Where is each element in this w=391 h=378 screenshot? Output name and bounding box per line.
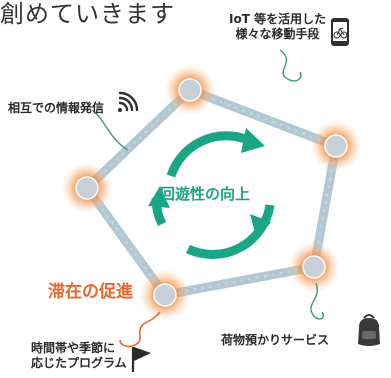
circulation-title: 回遊性の向上 [160, 185, 251, 203]
arrow-heads [148, 128, 271, 240]
flag-icon [131, 347, 151, 372]
node-left [61, 162, 113, 214]
node-bottom-right [288, 241, 340, 293]
connector-lines [91, 49, 324, 320]
phone-bike-icon [331, 18, 349, 46]
node-top [164, 64, 216, 116]
iot-label-line1: IoT 等を活用した [229, 12, 327, 26]
header-partial-text: 創めていきます [0, 0, 175, 28]
time-label-line2: 応じたプログラム [31, 356, 127, 370]
backpack-icon [358, 314, 380, 346]
connector-orange [119, 311, 161, 348]
iot-label-line2: 様々な移動手段 [235, 27, 320, 41]
stay-promotion-label: 滞在の促進 [48, 282, 133, 302]
seasonal-program-label: 時間帯や季節に 応じたプログラム [31, 341, 127, 371]
node-bottom-left [139, 269, 191, 321]
luggage-service-label: 荷物預かりサービス [221, 333, 330, 347]
mutual-info-label: 相互での情報発信 [8, 101, 105, 115]
node-right [310, 120, 362, 172]
wifi-signal-icon [118, 91, 139, 112]
iot-mobility-label: IoT 等を活用した 様々な移動手段 [229, 12, 326, 42]
time-label-line1: 時間帯や季節に [31, 341, 116, 355]
